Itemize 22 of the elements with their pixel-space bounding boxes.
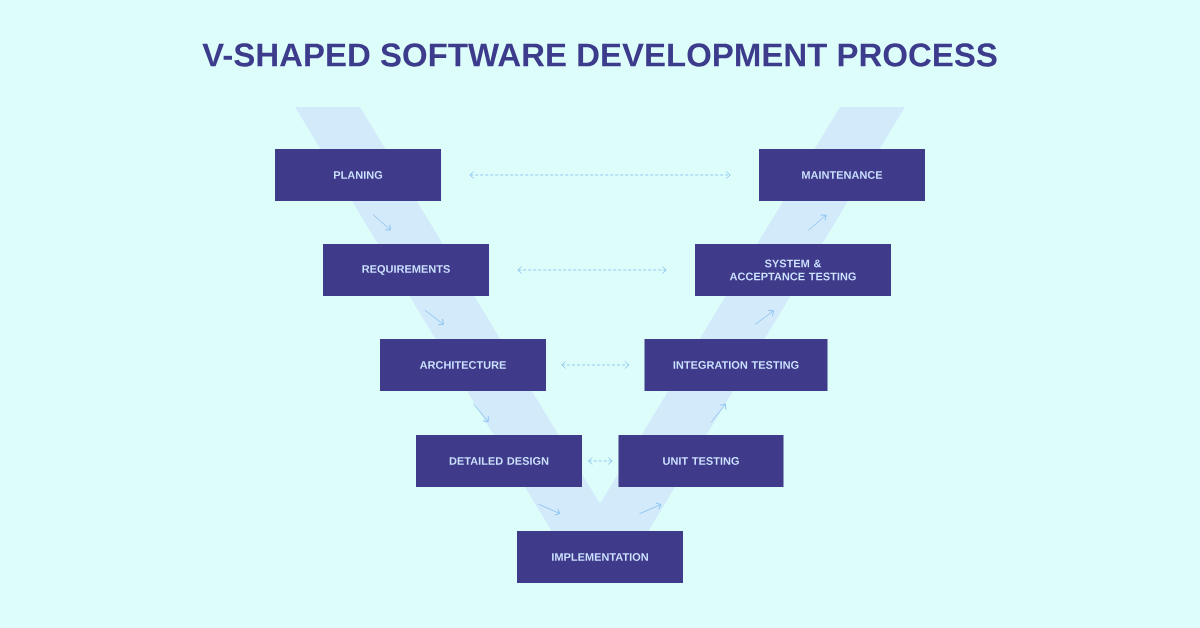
process-box: SYSTEM & ACCEPTANCE TESTING bbox=[695, 244, 891, 296]
process-box: MAINTENANCE bbox=[759, 149, 925, 201]
arrow bbox=[473, 403, 489, 423]
process-box: DETAILED DESIGN bbox=[416, 435, 582, 487]
arrow bbox=[808, 214, 827, 231]
process-box: PLANING bbox=[275, 149, 441, 201]
arrow bbox=[754, 309, 774, 325]
dashed-arrow bbox=[587, 457, 613, 465]
title: V-SHAPED SOFTWARE DEVELOPMENT PROCESS bbox=[202, 43, 997, 67]
process-box: ARCHITECTURE bbox=[380, 339, 546, 391]
arrow bbox=[639, 502, 662, 515]
arrow bbox=[372, 214, 391, 231]
dashed-arrow bbox=[561, 361, 630, 369]
arrow bbox=[538, 503, 561, 516]
arrow bbox=[710, 403, 727, 423]
arrow bbox=[424, 309, 444, 326]
process-box: IMPLEMENTATION bbox=[517, 531, 683, 583]
process-box: UNIT TESTING bbox=[618, 435, 784, 487]
process-box: REQUIREMENTS bbox=[323, 244, 489, 296]
dashed-arrow bbox=[469, 171, 731, 179]
dashed-arrow bbox=[517, 266, 667, 274]
process-box: INTEGRATION TESTING bbox=[644, 339, 828, 391]
